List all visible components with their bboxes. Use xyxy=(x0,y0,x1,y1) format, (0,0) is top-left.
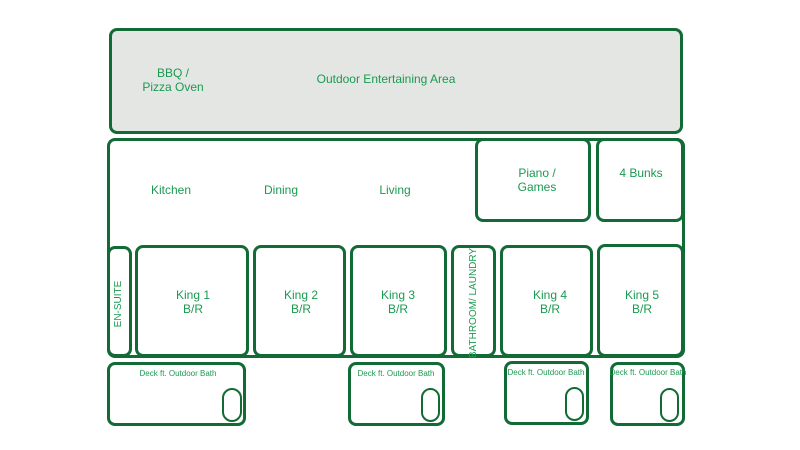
room-type: B/R xyxy=(182,302,203,316)
piano-games-room xyxy=(475,138,591,222)
outdoor-entertaining-area xyxy=(109,28,683,134)
deck-4-label: Deck ft. Outdoor Bath xyxy=(609,368,687,377)
outdoor-bath-icon xyxy=(565,387,584,421)
bathroom-laundry-room xyxy=(451,245,496,357)
king-5-room xyxy=(597,244,684,357)
bbq-line: BBQ / xyxy=(156,66,190,80)
piano-line: Piano / xyxy=(518,166,556,180)
room-name: King 3 xyxy=(380,288,416,302)
king-4-room xyxy=(500,245,593,357)
deck-2-label: Deck ft. Outdoor Bath xyxy=(357,369,435,378)
ensuite-room xyxy=(107,246,132,357)
dining-label: Dining xyxy=(263,183,299,197)
games-line: Games xyxy=(517,180,557,194)
bunks-label: 4 Bunks xyxy=(619,166,663,180)
room-type: B/R xyxy=(539,302,560,316)
deck-4 xyxy=(610,362,685,426)
outdoor-bath-icon xyxy=(421,388,440,422)
room-name: King 4 xyxy=(532,288,568,302)
room-type: B/R xyxy=(631,302,652,316)
room-type: B/R xyxy=(387,302,408,316)
room-type: B/R xyxy=(290,302,311,316)
king-2-room xyxy=(253,245,346,357)
deck-2 xyxy=(348,362,445,426)
pizza-oven-line: Pizza Oven xyxy=(142,80,204,94)
ensuite-label: EN-SUITE xyxy=(113,280,124,328)
room-name: King 2 xyxy=(283,288,319,302)
piano-games-label: Piano /Games xyxy=(518,166,557,194)
outdoor-area-label: Outdoor Entertaining Area xyxy=(316,72,456,86)
bunks-room xyxy=(596,138,684,222)
deck-3-label: Deck ft. Outdoor Bath xyxy=(507,368,585,377)
living-label: Living xyxy=(379,183,411,197)
deck-1-label: Deck ft. Outdoor Bath xyxy=(139,369,217,378)
king-1-room xyxy=(135,245,249,357)
deck-3 xyxy=(504,361,589,425)
bbq-label: BBQ /Pizza Oven xyxy=(142,66,203,94)
deck-1 xyxy=(107,362,246,426)
room-name: King 1 xyxy=(175,288,211,302)
outdoor-bath-icon xyxy=(660,388,679,422)
bathroom-label: BATHROOM/ LAUNDRY xyxy=(468,247,479,359)
kitchen-label: Kitchen xyxy=(150,183,192,197)
king-3-room xyxy=(350,245,447,357)
outdoor-bath-icon xyxy=(222,388,242,422)
room-name: King 5 xyxy=(624,288,660,302)
